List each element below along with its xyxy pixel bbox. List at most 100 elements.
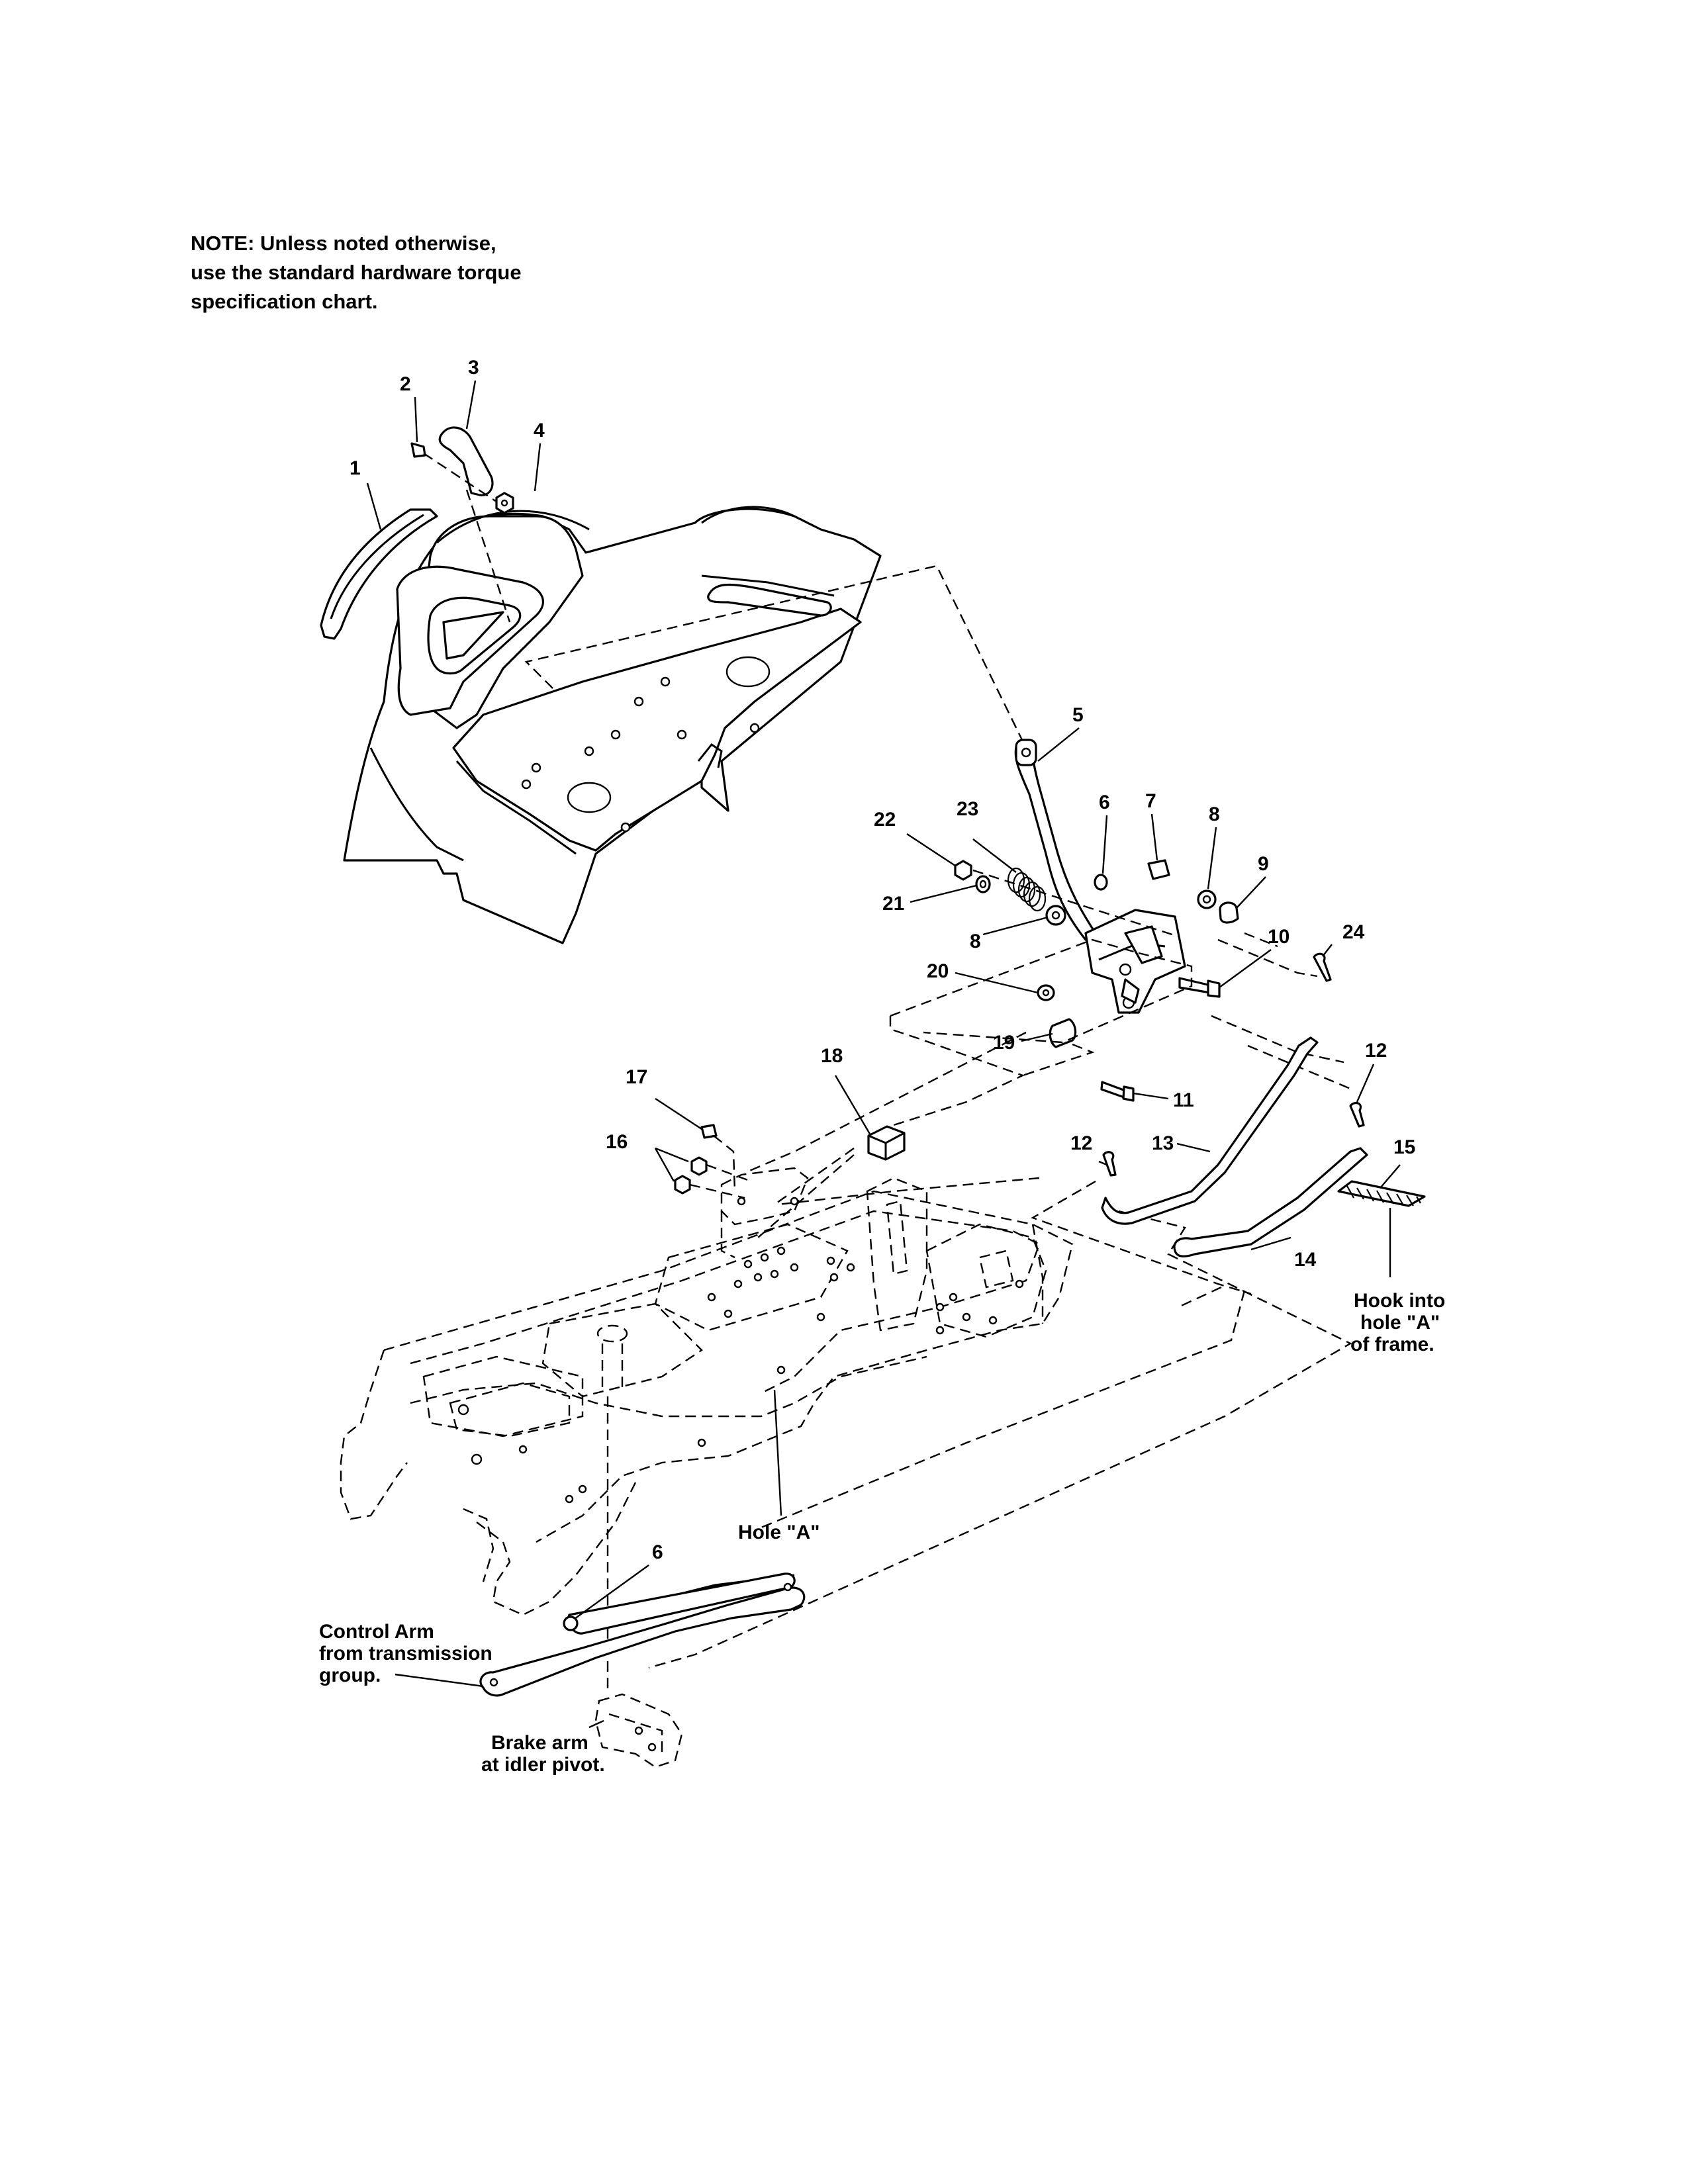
fender-assembly [343,506,882,944]
lower-linkage [479,1572,806,1768]
callout-1: 1 [350,457,361,479]
control-rod-part-14 [1173,1147,1368,1257]
frame-pan-well-4 [449,1382,571,1437]
dash-rod13-to-frame [777,1177,1040,1206]
cotter-pin-part-12-left [1102,1151,1117,1177]
note-line-2: use the standard hardware torque [191,261,522,284]
dash-bracket-outline [890,938,1139,1017]
dash-screw-17 [713,1135,736,1192]
callout-14: 14 [1294,1249,1317,1271]
frame-upright-plate [866,1177,928,1332]
leader-lines [366,380,1401,1729]
note-line-3: specification chart. [191,290,378,313]
brake-bracket-hole [647,1743,657,1752]
callout-6-bottom: 6 [652,1541,663,1563]
frame-side-lower [410,1355,927,1418]
brake-arm-bracket-inner [608,1713,663,1754]
caption-hole-a: Hole "A" [738,1522,820,1543]
caption-brake-arm-line-1: Brake arm [491,1732,588,1754]
dash-fender-to-lever [524,565,1024,742]
callout-19: 19 [993,1032,1015,1054]
nut-part-22 [954,860,972,881]
callout-11: 11 [1173,1089,1194,1111]
callout-16: 16 [606,1131,628,1153]
block-edge [868,1132,905,1160]
captions: Hook into hole "A" of frame. Hole "A" Co… [319,1290,1445,1776]
bolt-head-11 [1122,1085,1135,1102]
frame-column [601,1343,624,1390]
lever-eye-hole [1021,747,1031,758]
shift-lever-part-5 [1014,743,1097,941]
dash-rod14-loop [648,1210,1352,1669]
dash-rod-loop [1031,1180,1252,1295]
callout-4: 4 [534,420,545,441]
deck-hole-small [660,676,671,687]
callout-numbers: 1 2 3 4 5 6 6 7 8 8 9 10 11 12 12 13 14 … [350,357,1415,1563]
deck-hole-large-1 [726,656,771,688]
callout-7: 7 [1145,790,1156,812]
pin-part-7 [1147,859,1170,880]
callout-3: 3 [468,357,479,379]
caption-hook-line-3: of frame. [1350,1334,1434,1355]
callout-12-right: 12 [1365,1040,1387,1062]
deck-hole-large-2 [567,782,612,813]
note-line-1: NOTE: Unless noted otherwise, [191,232,496,255]
caption-control-arm-line-1: Control Arm [319,1621,434,1643]
callout-2: 2 [400,373,411,395]
bracket-cam-slot [1124,925,1163,964]
callout-21: 21 [882,893,904,915]
frame-upright-slot [886,1200,908,1275]
tractor-frame [340,1167,1074,1694]
bolt-part-11 [1100,1081,1127,1099]
bushing-part-6-bottom [563,1615,579,1631]
handle-to-slot-line [465,489,511,623]
deck-hole-small [521,779,532,790]
deck-ridge-right [701,574,835,597]
dash-bracket-right [923,952,1193,1044]
deck-hole-small [749,723,760,733]
dash-block-to-frame [757,1148,855,1238]
frame-column-bore [596,1324,628,1343]
frame-rear-box-slot [978,1250,1014,1289]
deck-cutaway [697,743,723,768]
shift-lever-assembly [1014,739,1186,1014]
dash-lever-to-frame [747,1031,1027,1173]
callout-8-left: 8 [970,931,981,952]
washer-hole [1202,895,1211,904]
fender-dash-top [436,510,590,544]
frame-pan-well-2 [541,1302,703,1398]
caption-control-arm-line-2: from transmission [319,1643,492,1664]
caption-hook-line-2: hole "A" [1360,1312,1440,1334]
washer-hole [1042,989,1050,997]
deck-hole-small [620,822,631,833]
arm-end-hole [489,1678,498,1687]
frame-inner-rail [410,1210,1041,1394]
arm-end-hole [783,1582,792,1592]
bolt-head-10 [1207,979,1221,998]
bolt-part-10 [1178,977,1211,994]
nut-part-16-a [690,1156,708,1176]
control-rod-part-13 [1101,1036,1319,1225]
deck-hole-small [610,729,621,740]
frame-pan-well-3 [422,1355,584,1437]
frame-tower-side [720,1211,735,1259]
callout-10: 10 [1268,926,1289,948]
deck-hole-small [531,762,541,773]
control-arm [479,1586,806,1697]
callout-20: 20 [927,960,949,982]
trim-strip-part-1 [320,508,438,640]
frame-left-rail [340,1349,408,1520]
nut-hole [500,499,508,507]
control-rods [1101,1036,1426,1257]
frame-rail-side [1031,1224,1044,1324]
bolt-part-2 [410,442,426,458]
bracket-hardware [674,859,1365,1195]
dash-nuts-16 [689,1163,752,1199]
note-text-block: NOTE: Unless noted otherwise, use the st… [191,229,561,316]
cotter-pin-part-12-right [1349,1101,1365,1128]
callout-8-right: 8 [1209,803,1220,825]
frame-rear-box [925,1223,1047,1338]
washer-hole [979,880,987,889]
callout-9: 9 [1258,853,1269,875]
brake-bracket-hole [634,1726,643,1735]
